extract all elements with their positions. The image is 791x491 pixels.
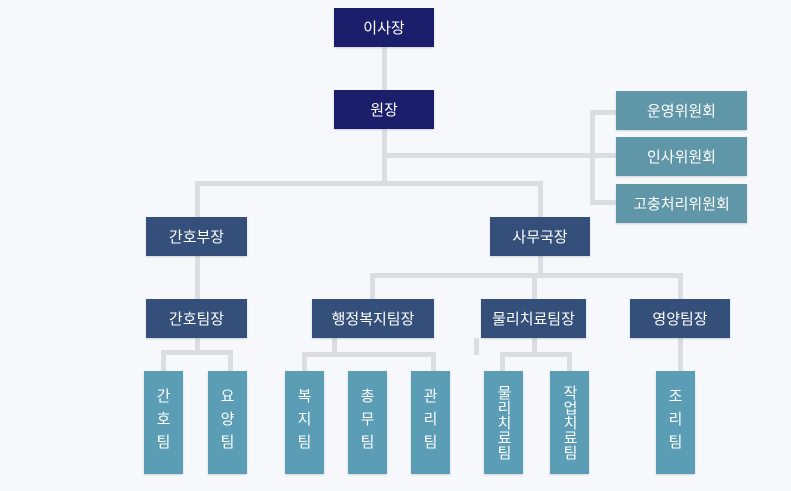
connector (370, 273, 375, 299)
team-nursing: 간호팀 (144, 371, 183, 474)
connector (590, 200, 616, 205)
connector (195, 181, 200, 217)
connector (332, 338, 337, 355)
committee-grievance: 고충처리위원회 (616, 184, 747, 223)
connector (474, 338, 479, 355)
connector (431, 352, 436, 371)
team-management: 관리팀 (411, 371, 450, 474)
connector (161, 350, 166, 371)
connector (532, 273, 537, 299)
connector (678, 273, 683, 299)
nursing-head-box: 간호부장 (146, 217, 247, 256)
connector (370, 273, 682, 278)
connector (382, 47, 387, 90)
connector (538, 256, 543, 277)
connector (567, 352, 572, 371)
team-welfare: 복지팀 (285, 371, 324, 474)
connector (590, 110, 616, 115)
connector (538, 181, 543, 217)
team-cooking: 조리팀 (656, 371, 695, 474)
connector (532, 338, 537, 355)
connector (228, 350, 233, 371)
nursing-team-leader: 간호팀장 (146, 299, 247, 338)
connector (678, 338, 683, 371)
team-physical-therapy: 물리치료팀 (484, 371, 523, 474)
director-box: 원장 (334, 90, 434, 129)
connector (590, 110, 595, 205)
team-care: 요양팀 (208, 371, 247, 474)
connector (302, 352, 436, 357)
connector (195, 181, 542, 186)
chairman-box: 이사장 (334, 8, 434, 47)
committee-operations: 운영위원회 (616, 91, 747, 130)
team-occupational-therapy: 작업치료팀 (550, 371, 589, 474)
physio-team-leader: 물리치료팀장 (481, 299, 586, 338)
connector (500, 352, 505, 371)
connector (195, 338, 200, 353)
nutrition-team-leader: 영양팀장 (630, 299, 730, 338)
admin-head-box: 사무국장 (490, 217, 590, 256)
connector (302, 352, 307, 371)
admin-welfare-team-leader: 행정복지팀장 (312, 299, 434, 338)
committee-personnel: 인사위원회 (616, 137, 747, 176)
connector (384, 153, 616, 158)
connector (161, 350, 233, 355)
connector (195, 256, 200, 299)
team-general-affairs: 총무팀 (348, 371, 387, 474)
